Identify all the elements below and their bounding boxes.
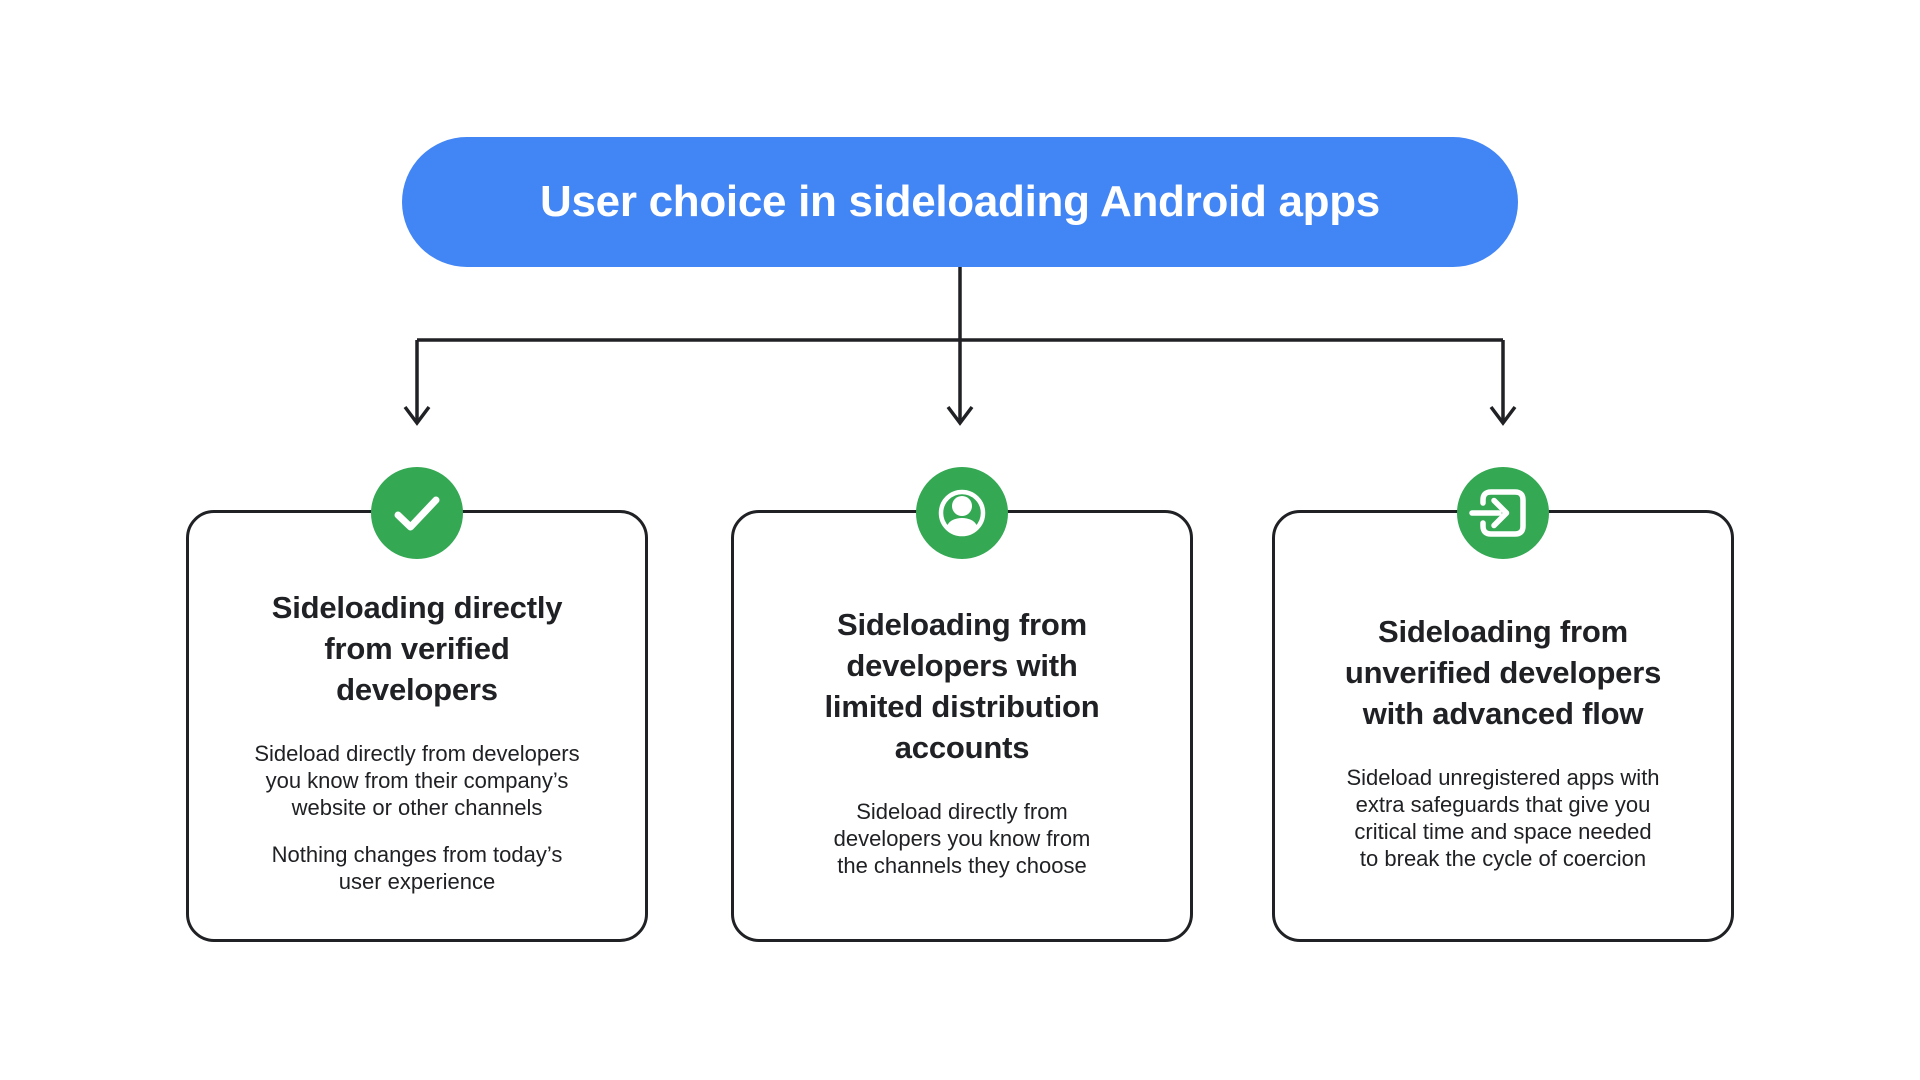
card-title-limited-distribution: Sideloading from developers with limited… [824, 606, 1100, 765]
card-paragraph: Sideload unregistered apps with extra sa… [1346, 764, 1660, 871]
account-circle-icon [916, 467, 1008, 559]
diagram-title: User choice in sideloading Android apps [540, 177, 1380, 226]
login-arrow-icon [1457, 467, 1549, 559]
arrowhead-center-icon [946, 405, 974, 426]
card-verified-developers: Sideloading directly from verified devel… [186, 467, 648, 942]
card-unverified-advanced-flow: Sideloading from unverified developers w… [1272, 467, 1734, 942]
card-title-verified-developers: Sideloading directly from verified devel… [271, 590, 563, 707]
arrowhead-right-icon [1489, 405, 1517, 426]
card-limited-distribution: Sideloading from developers with limited… [731, 467, 1193, 942]
diagram-root-node: User choice in sideloading Android apps [402, 137, 1518, 267]
card-paragraph: Sideload directly from developers you kn… [833, 798, 1091, 878]
arrowhead-left-icon [403, 405, 431, 426]
card-title-unverified-advanced-flow: Sideloading from unverified developers w… [1344, 613, 1662, 731]
card-paragraph: Sideload directly from developers you kn… [254, 741, 580, 820]
check-icon [371, 467, 463, 559]
connector-lines [403, 267, 1517, 426]
card-paragraph: Nothing changes from today’s user experi… [271, 842, 563, 894]
